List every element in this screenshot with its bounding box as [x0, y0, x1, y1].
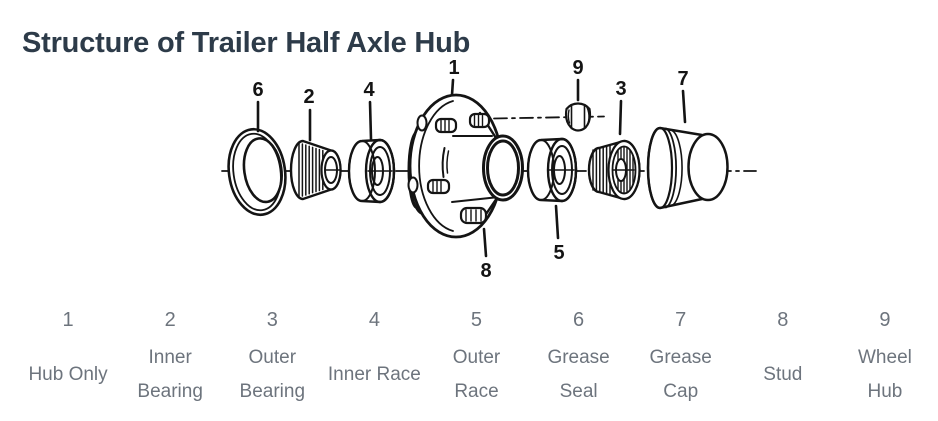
legend-item-number: 5 [470, 309, 483, 331]
legend-item-number: 3 [266, 309, 278, 331]
callout-4: 4 [363, 79, 375, 101]
part-stud-bottom [459, 206, 488, 225]
part-grease-cap [646, 126, 729, 210]
parts-legend: 1 Hub Only 2 Inner Bearing 3 Outer Beari… [0, 306, 938, 410]
part-inner-bearing [289, 139, 342, 201]
stud-end-lower [407, 176, 419, 194]
part-hub-body [407, 93, 524, 239]
legend-item-label: Inner Bearing [137, 347, 203, 402]
page-title: Structure of Trailer Half Axle Hub [22, 27, 471, 60]
part-outer-race [526, 137, 578, 203]
legend-item-label: Hub Only [28, 364, 108, 385]
stud-end-upper [416, 114, 428, 132]
callout-9: 9 [572, 57, 583, 79]
legend-item: 4 Inner Race [323, 306, 425, 410]
part-grease-seal [227, 127, 287, 217]
exploded-diagram: 1 2 3 4 5 6 7 8 9 [200, 55, 760, 295]
leader-lines [256, 78, 687, 258]
part-stud-mid-left [426, 178, 451, 195]
legend-item-label: Grease Seal [547, 347, 610, 402]
legend-item-number: 2 [164, 309, 176, 331]
legend-item: 5 Outer Race [425, 306, 527, 410]
legend-item-label: Stud [763, 364, 803, 385]
callout-5: 5 [553, 242, 564, 264]
legend-item-label: Outer Bearing [239, 347, 306, 402]
legend-item-number: 6 [573, 309, 585, 331]
part-outer-bearing [587, 139, 641, 201]
part-inner-race [347, 138, 396, 204]
legend-item-number: 8 [777, 309, 789, 331]
legend-item: 7 Grease Cap [630, 306, 732, 410]
legend-item: 6 Grease Seal [528, 306, 630, 410]
legend-item-number: 9 [879, 309, 891, 331]
legend-item-number: 1 [62, 309, 74, 331]
legend-item-label: Grease Cap [649, 347, 712, 402]
legend-item-label: Inner Race [327, 364, 421, 385]
legend-item: 3 Outer Bearing [221, 306, 323, 410]
legend-item-number: 4 [368, 309, 380, 331]
part-wheel-nut [564, 102, 592, 132]
callout-7: 7 [677, 68, 688, 90]
legend-item: 8 Stud [732, 306, 834, 410]
legend-item: 9 Wheel Hub [834, 306, 936, 410]
callout-3: 3 [615, 78, 626, 100]
legend-item-label: Outer Race [452, 347, 501, 402]
callout-6: 6 [252, 79, 263, 101]
hub-diagram-svg: 1 2 3 4 5 6 7 8 9 [221, 57, 757, 282]
part-stud-top-right [468, 112, 491, 129]
callout-2: 2 [303, 86, 314, 108]
callout-8: 8 [480, 260, 491, 282]
legend-item-number: 7 [675, 309, 687, 331]
part-stud-top-left [434, 117, 458, 134]
legend-item: 1 Hub Only [17, 306, 119, 410]
legend-item-label: Wheel Hub [858, 347, 912, 402]
legend-item: 2 Inner Bearing [119, 306, 221, 410]
callout-1: 1 [448, 57, 459, 79]
